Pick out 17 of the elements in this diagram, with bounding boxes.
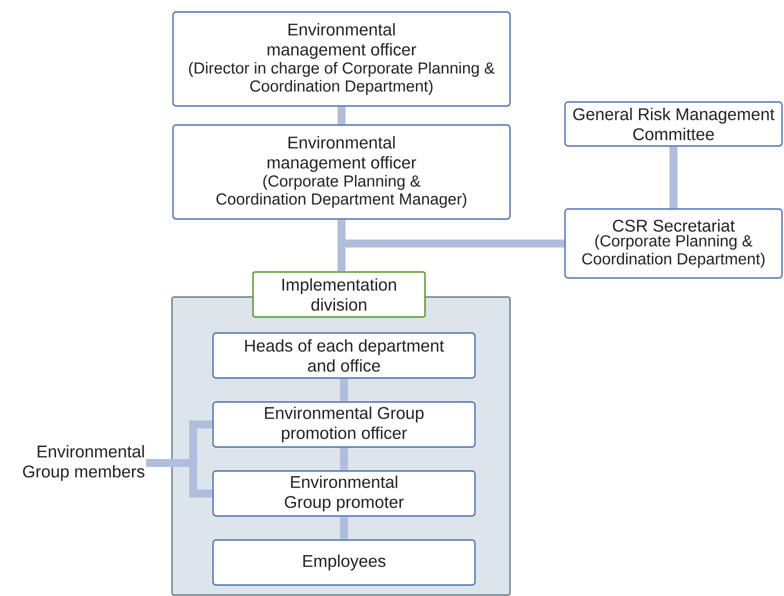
role-box: Employees <box>212 539 476 586</box>
officer-box: Environmental management officer (Corporate Planning & Coordination Department Manager) <box>172 124 511 220</box>
division-heading-box: Implementation division <box>252 271 426 318</box>
role-box: Environmental Group promotion officer <box>212 401 476 448</box>
connector-line <box>340 378 348 402</box>
secretariat-box: CSR Secretariat (Corporate Planning & Coordination Department) <box>564 208 783 279</box>
role-box: Environmental Group promoter <box>212 470 476 517</box>
connector-line <box>146 458 212 498</box>
connector-line <box>338 220 564 248</box>
connector-line <box>338 106 346 124</box>
group-label: Environmental Group members <box>23 445 144 481</box>
committee-box: General Risk Management Committee <box>564 101 783 147</box>
role-box: Heads of each department and office <box>212 332 476 379</box>
connector-line <box>670 146 678 208</box>
officer-box: Environmental management officer (Director in charge of Corporate Planning & Coordination Department) <box>172 11 511 107</box>
connector-line <box>340 448 348 470</box>
connector-line <box>340 516 348 540</box>
